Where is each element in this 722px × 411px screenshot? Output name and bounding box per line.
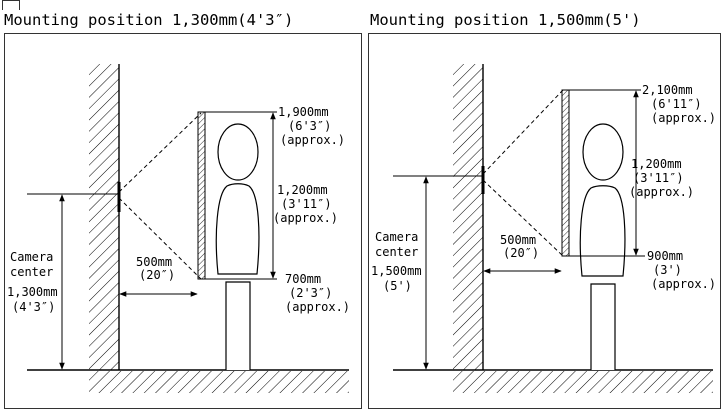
left-panel-title: Mounting position 1,300mm(4'3″): [4, 11, 294, 29]
right-panel: 2,100mm (6'11″) (approx.) 1,200mm (3'11″…: [368, 33, 721, 409]
left-panel: 1,900mm (6'3″) (approx.) 1,200mm (3'11″)…: [4, 33, 362, 409]
svg-text:(4'3″): (4'3″): [12, 300, 55, 314]
right-diagram: 2,100mm (6'11″) (approx.) 1,200mm (3'11″…: [371, 64, 716, 393]
range-label: 1,200mm (3'11″) (approx.): [629, 157, 694, 199]
svg-text:(approx.): (approx.): [651, 277, 716, 291]
svg-text:1,200mm: 1,200mm: [277, 183, 328, 197]
range-label: 1,200mm (3'11″) (approx.): [273, 183, 338, 225]
svg-text:1,200mm: 1,200mm: [631, 157, 682, 171]
svg-text:(3'11″): (3'11″): [633, 171, 684, 185]
svg-text:(20″): (20″): [503, 246, 539, 260]
svg-text:(6'11″): (6'11″): [651, 97, 702, 111]
view-line-top: [118, 112, 202, 193]
svg-text:(2'3″): (2'3″): [289, 286, 332, 300]
floor: [27, 369, 349, 393]
wall: [453, 64, 484, 370]
view-line-top: [482, 89, 564, 175]
svg-text:1,900mm: 1,900mm: [278, 105, 329, 119]
bottom-label: 900mm (3') (approx.): [647, 249, 716, 291]
left-diagram: 1,900mm (6'3″) (approx.) 1,200mm (3'11″)…: [7, 34, 350, 393]
svg-text:(approx.): (approx.): [285, 300, 350, 314]
svg-text:1,300mm: 1,300mm: [7, 285, 58, 299]
svg-text:Camera: Camera: [10, 250, 53, 264]
view-line-bottom: [482, 179, 564, 257]
floor: [393, 369, 713, 393]
svg-text:(20″): (20″): [139, 268, 175, 282]
svg-text:(approx.): (approx.): [629, 185, 694, 199]
person-silhouette: [579, 123, 626, 370]
distance-label: 500mm (20″): [500, 233, 539, 260]
top-label: 1,900mm (6'3″) (approx.): [278, 105, 345, 147]
person-silhouette: [215, 123, 260, 370]
svg-text:Camera: Camera: [375, 230, 418, 244]
svg-text:2,100mm: 2,100mm: [642, 83, 693, 97]
top-label: 2,100mm (6'11″) (approx.): [642, 83, 716, 125]
camera-label: Camera center 1,500mm (5'): [371, 228, 425, 308]
svg-text:(approx.): (approx.): [280, 133, 345, 147]
svg-text:(3'): (3'): [653, 263, 682, 277]
svg-text:(approx.): (approx.): [273, 211, 338, 225]
svg-text:(approx.): (approx.): [651, 111, 716, 125]
svg-text:(3'11″): (3'11″): [281, 197, 332, 211]
svg-text:1,500mm: 1,500mm: [371, 264, 422, 278]
svg-text:center: center: [10, 265, 53, 279]
corner-tab: [2, 0, 20, 10]
svg-text:center: center: [375, 245, 418, 259]
wall: [89, 34, 120, 370]
svg-text:(6'3″): (6'3″): [288, 119, 331, 133]
svg-text:(5'): (5'): [383, 279, 412, 293]
distance-label: 500mm (20″): [136, 255, 175, 282]
right-panel-title: Mounting position 1,500mm(5'): [370, 11, 641, 29]
bottom-label: 700mm (2'3″) (approx.): [285, 272, 350, 314]
svg-text:700mm: 700mm: [285, 272, 321, 286]
svg-text:500mm: 500mm: [136, 255, 172, 269]
svg-text:900mm: 900mm: [647, 249, 683, 263]
view-line-bottom: [118, 197, 202, 280]
camera-label: Camera center 1,300mm (4'3″): [7, 249, 61, 337]
svg-text:500mm: 500mm: [500, 233, 536, 247]
viewing-plane: [561, 89, 570, 257]
viewing-plane: [197, 111, 206, 280]
